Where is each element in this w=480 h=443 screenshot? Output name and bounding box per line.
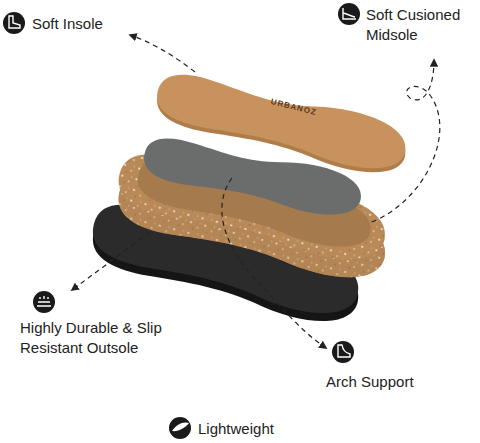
part-label: Soft Cusioned Midsole (366, 5, 476, 44)
feature-label: Lightweight (198, 419, 338, 439)
part-label: Soft Insole (32, 14, 172, 34)
icons (3, 3, 360, 439)
leader-lines (72, 35, 440, 348)
part-label: Highly Durable & Slip Resistant Outsole (20, 318, 170, 357)
insole (151, 64, 411, 182)
part-label: Arch Support (326, 372, 466, 392)
